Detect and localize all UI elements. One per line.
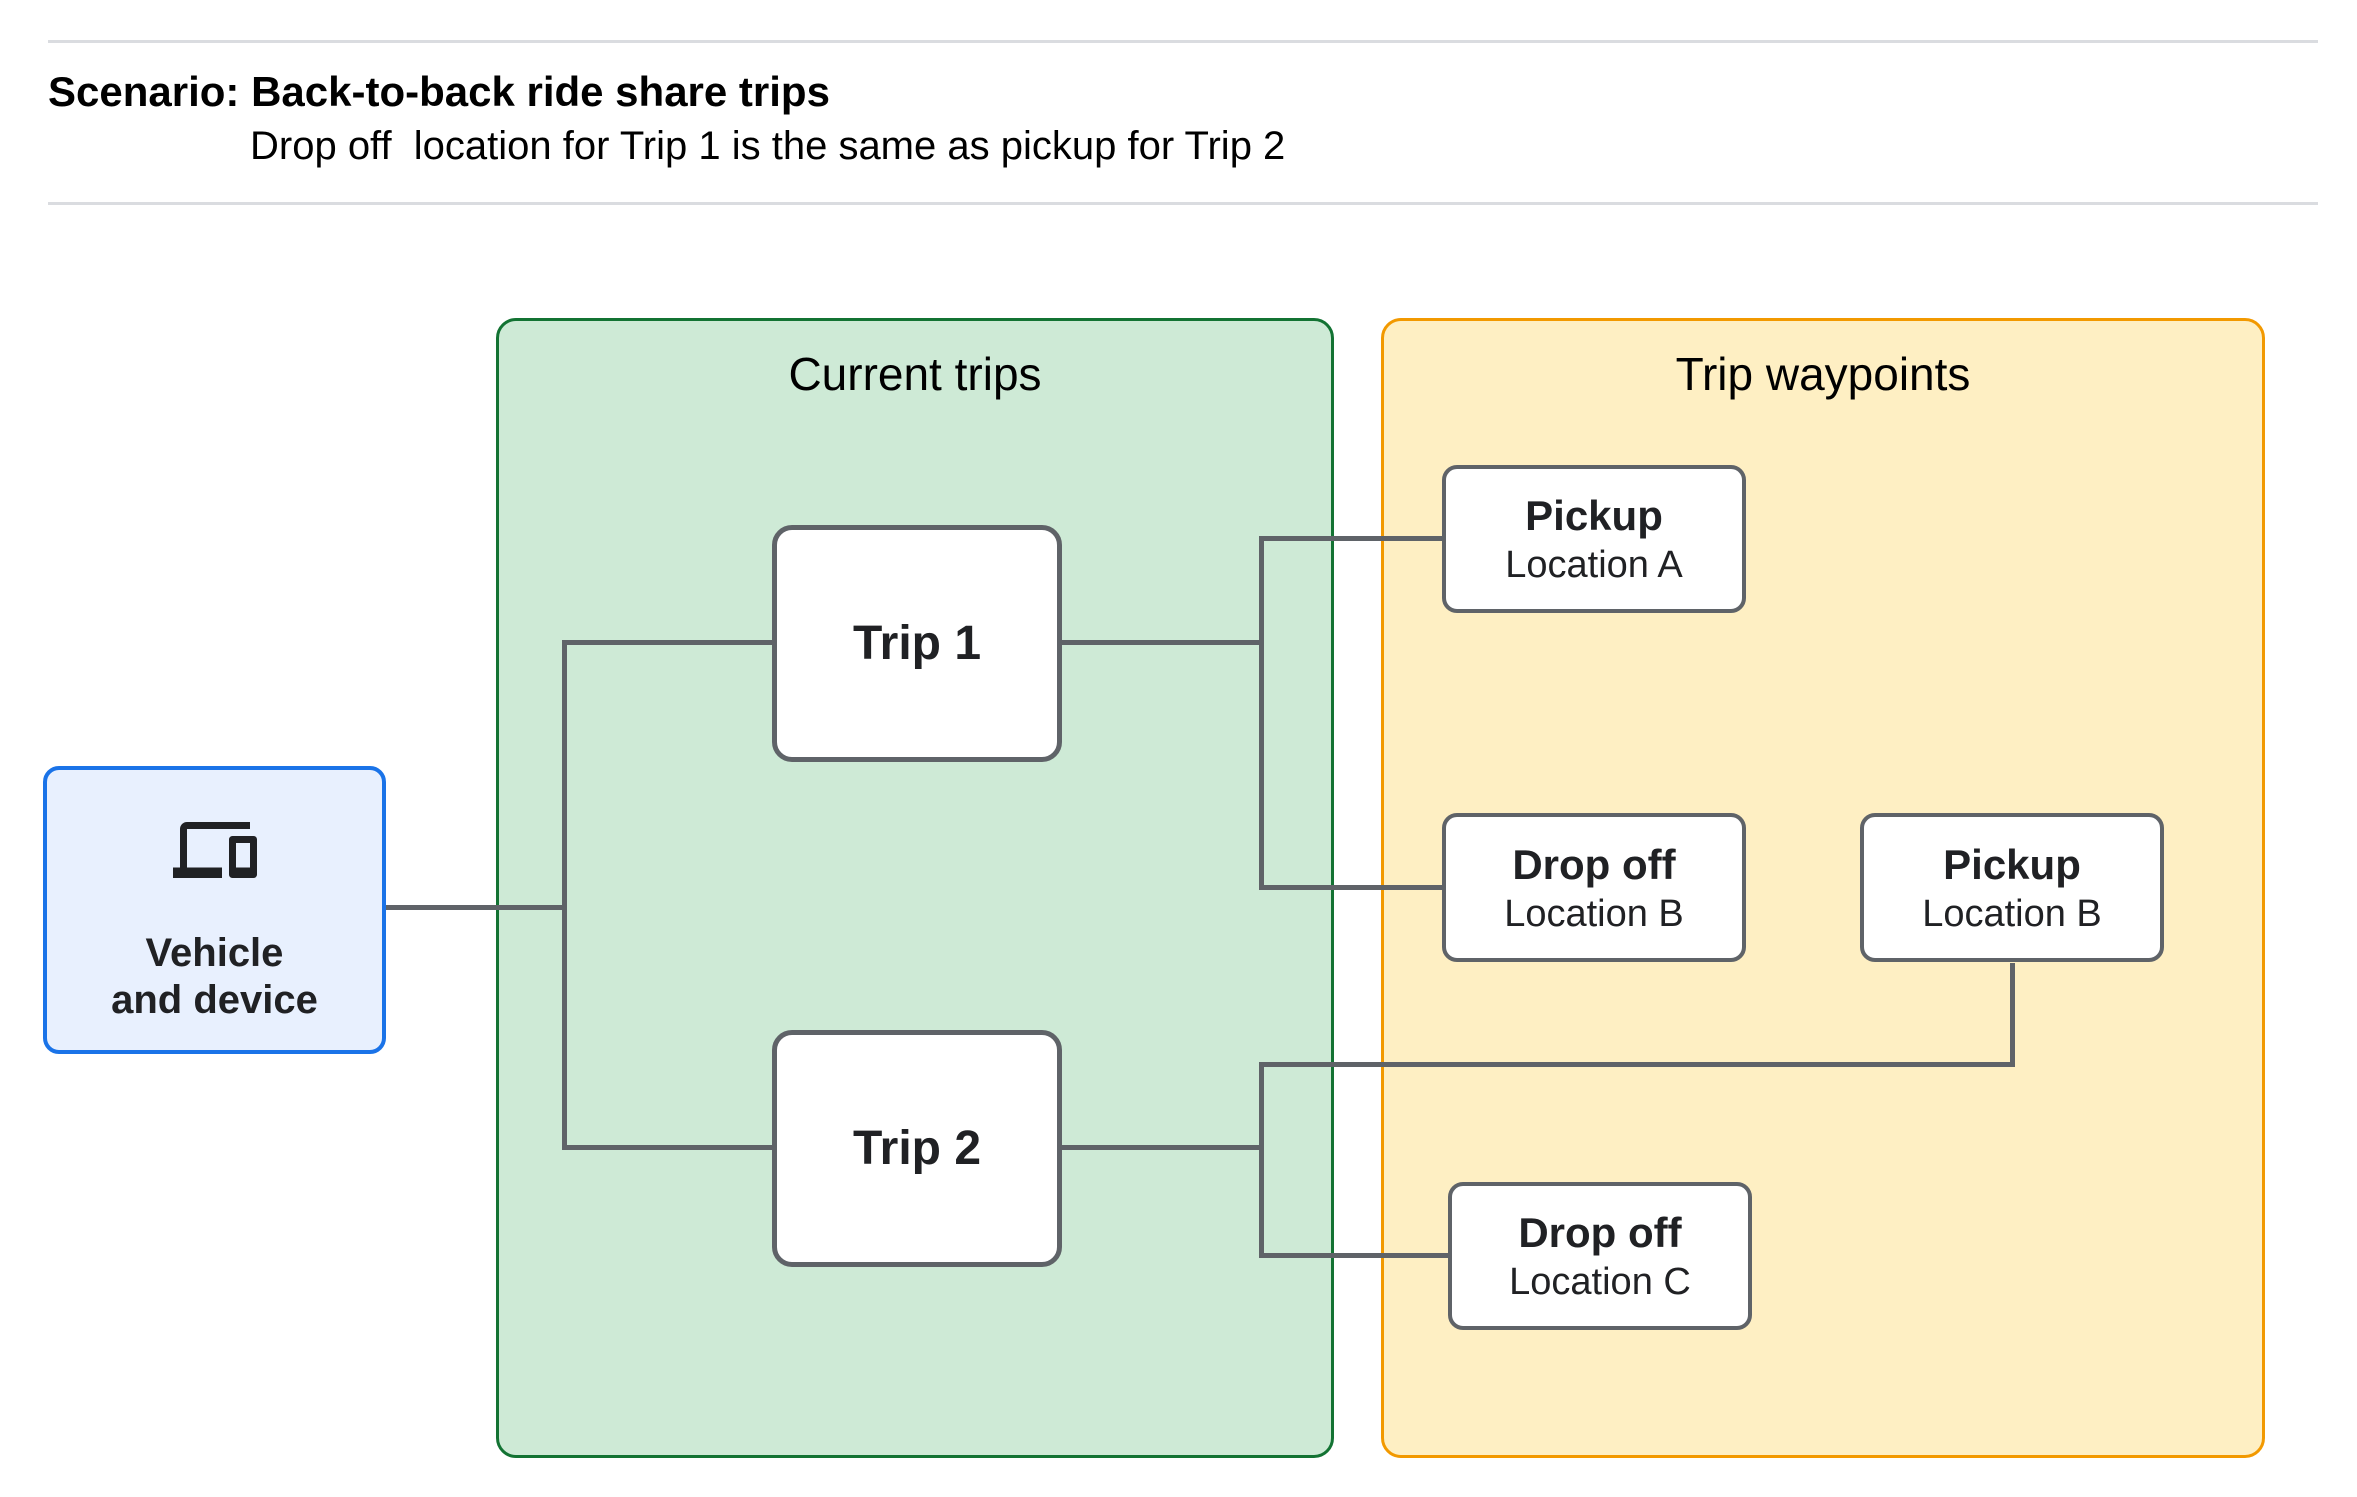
connector-to-dropoff-c (1259, 1253, 1453, 1258)
node-dropoff-location-b: Drop off Location B (1442, 813, 1746, 962)
connector-pickupb-down (2010, 963, 2015, 1067)
dropoff-c-title: Drop off (1518, 1209, 1682, 1256)
connector-trip2-to-branch (1062, 1145, 1264, 1150)
page-title: Scenario: Back-to-back ride share trips (48, 68, 830, 115)
pickup-b-subtitle: Location B (1922, 892, 2102, 935)
devices-icon (172, 822, 257, 878)
connector-pickupb-horizontal (1259, 1062, 2015, 1067)
dropoff-c-subtitle: Location C (1509, 1261, 1691, 1303)
page-subtitle: Drop off location for Trip 1 is the same… (250, 124, 1286, 168)
connector-trip1-to-branch (1062, 640, 1264, 645)
connector-branch-to-trip2 (562, 1145, 772, 1150)
dropoff-b-title: Drop off (1512, 840, 1676, 888)
group-trip-waypoints-title: Trip waypoints (1675, 348, 1971, 400)
connector-branch-vertical-trip2 (1259, 1062, 1264, 1258)
trip-2-label: Trip 2 (852, 1122, 982, 1175)
connector-branch-to-trip1 (562, 640, 772, 645)
node-trip-2: Trip 2 (772, 1030, 1062, 1267)
connector-vehicle-to-branch (386, 905, 567, 910)
pickup-b-title: Pickup (1943, 840, 2081, 888)
node-pickup-location-b: Pickup Location B (1860, 813, 2164, 962)
group-current-trips: Current trips (496, 318, 1334, 1458)
node-trip-1: Trip 1 (772, 525, 1062, 762)
trip-1-label: Trip 1 (852, 617, 982, 670)
vehicle-label-line1: Vehicle (145, 931, 284, 975)
divider-bottom (48, 202, 2318, 205)
node-dropoff-location-c: Drop off Location C (1448, 1182, 1752, 1330)
connector-branch-vertical-trip1 (1259, 536, 1264, 890)
divider-top (48, 40, 2318, 43)
dropoff-b-subtitle: Location B (1504, 892, 1684, 935)
pickup-a-subtitle: Location A (1505, 544, 1683, 586)
group-current-trips-title: Current trips (788, 348, 1042, 400)
connector-to-dropoff-b (1259, 885, 1442, 890)
connector-to-pickup-a (1259, 536, 1442, 541)
node-pickup-location-a: Pickup Location A (1442, 465, 1746, 613)
vehicle-label-line2: and device (111, 978, 318, 1022)
pickup-a-title: Pickup (1525, 492, 1663, 539)
connector-branch-vertical-left (562, 640, 567, 1150)
